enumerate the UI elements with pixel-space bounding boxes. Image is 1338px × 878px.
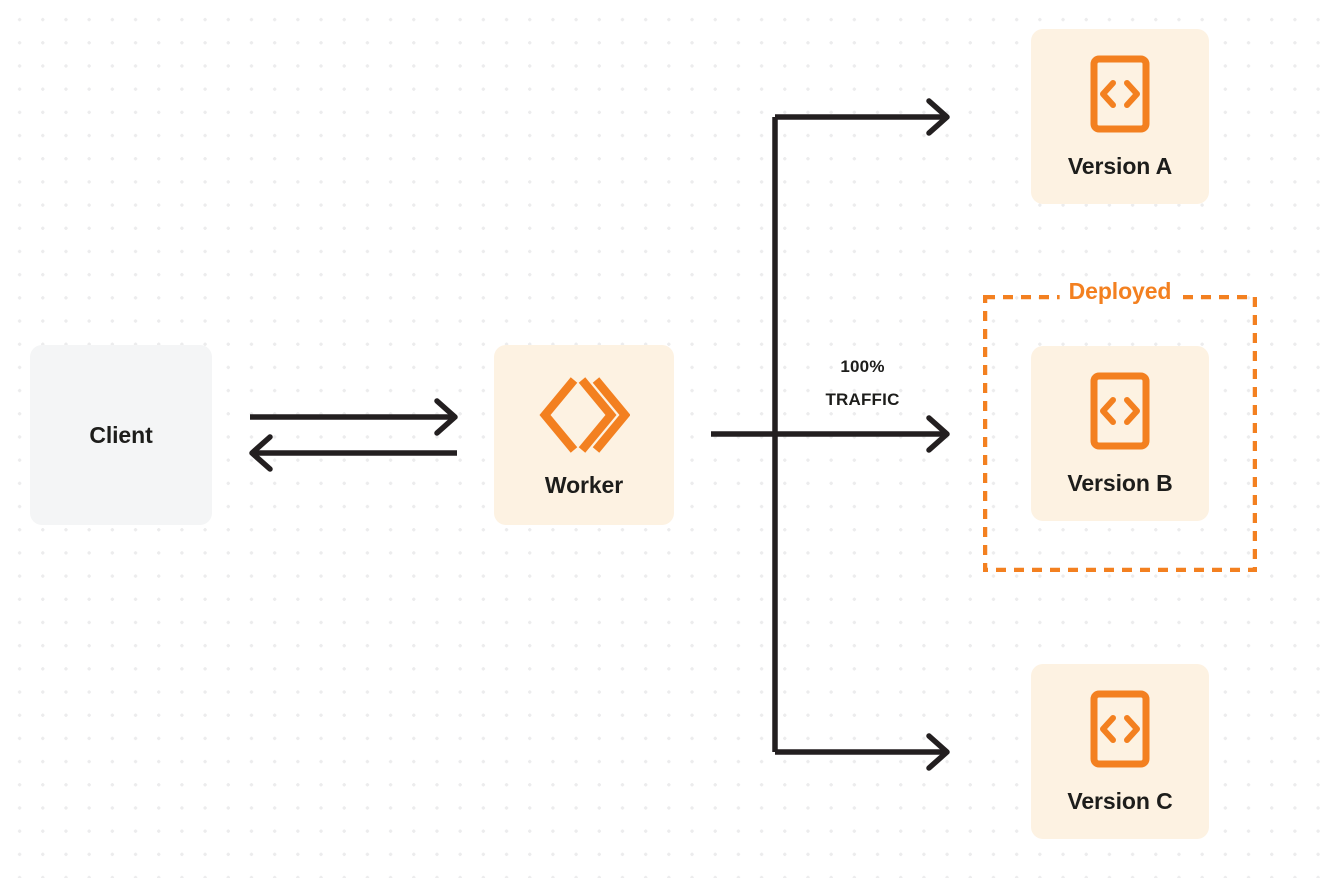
- traffic-label: 100% TRAFFIC: [795, 350, 930, 416]
- code-file-icon: [1090, 690, 1150, 768]
- code-file-icon: [1090, 372, 1150, 450]
- edge-worker-to-version-b: [711, 415, 950, 453]
- node-version-a[interactable]: Version A: [1031, 29, 1209, 204]
- traffic-percent: 100%: [840, 357, 885, 376]
- edge-spine-to-version-a: [775, 98, 950, 136]
- node-worker-label: Worker: [544, 471, 624, 498]
- edge-spine-to-version-c: [775, 733, 950, 771]
- traffic-unit: TRAFFIC: [825, 390, 900, 410]
- node-client[interactable]: Client: [30, 345, 212, 525]
- node-version-b[interactable]: Version B: [1031, 346, 1209, 521]
- cloudflare-workers-icon: [538, 374, 630, 456]
- node-version-c-label: Version C: [1067, 788, 1173, 814]
- edge-client-to-worker: [250, 398, 458, 436]
- code-file-icon: [1090, 55, 1150, 133]
- node-client-label: Client: [89, 421, 153, 448]
- edge-worker-to-client: [249, 434, 457, 472]
- node-version-a-label: Version A: [1067, 153, 1173, 179]
- node-worker[interactable]: Worker: [494, 345, 674, 525]
- node-version-c[interactable]: Version C: [1031, 664, 1209, 839]
- node-version-b-label: Version B: [1067, 470, 1173, 496]
- group-deployed-label: Deployed: [1059, 280, 1181, 303]
